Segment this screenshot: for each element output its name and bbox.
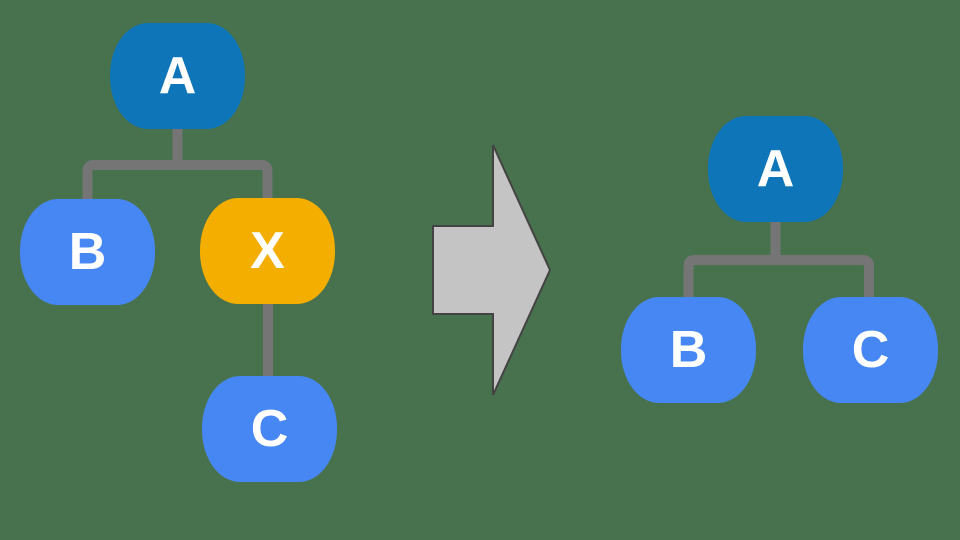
right-tree-node-a: A bbox=[708, 116, 843, 222]
left-tree-node-a: A bbox=[110, 23, 245, 129]
block-arrow-right-icon bbox=[432, 144, 552, 396]
node-label: B bbox=[68, 223, 107, 281]
left-tree-node-b: B bbox=[20, 199, 155, 305]
node-label: A bbox=[756, 140, 795, 198]
node-label: X bbox=[250, 222, 285, 280]
right-tree-node-b: B bbox=[621, 297, 756, 403]
right-edge-b-c-bar bbox=[683, 255, 874, 300]
node-label: C bbox=[250, 400, 289, 458]
node-label: A bbox=[158, 47, 197, 105]
left-tree-node-x: X bbox=[200, 198, 335, 304]
right-tree-node-c: C bbox=[803, 297, 938, 403]
left-edge-b-x-bar bbox=[82, 160, 273, 203]
node-label: B bbox=[669, 321, 708, 379]
node-label: C bbox=[851, 321, 890, 379]
left-tree-node-c: C bbox=[202, 376, 337, 482]
